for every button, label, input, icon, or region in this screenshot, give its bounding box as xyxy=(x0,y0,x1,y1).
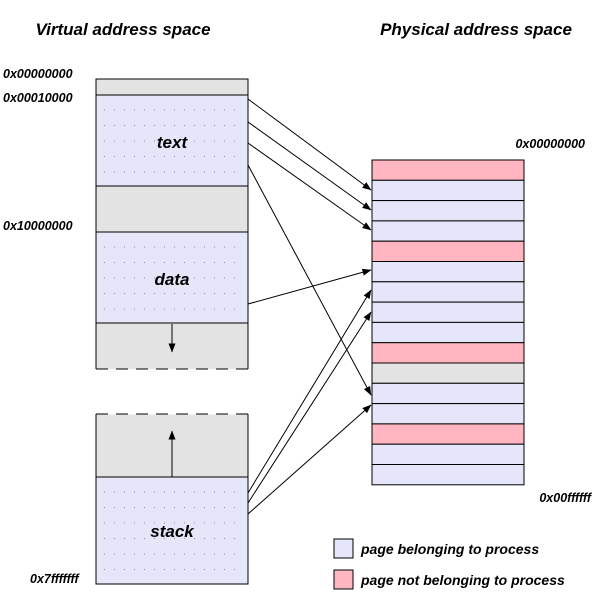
physical-frame-owned xyxy=(371,281,525,303)
physical-frame-not-owned xyxy=(371,423,525,445)
physical-frame-owned xyxy=(371,200,525,222)
physical-frame-owned xyxy=(371,321,525,344)
mapping-arrow xyxy=(247,404,372,515)
physical-frame-owned xyxy=(371,220,525,242)
legend: page belonging to process page not belon… xyxy=(333,538,565,590)
physical-frame-owned xyxy=(371,443,525,466)
virtual-address-0: 0x00000000 xyxy=(3,67,73,81)
mapping-arrow xyxy=(247,121,372,211)
mapping-arrow xyxy=(247,268,372,305)
virtual-address-column xyxy=(95,78,249,585)
page-mappings xyxy=(247,98,372,515)
physical-frames xyxy=(371,159,525,486)
physical-frame-unused xyxy=(371,362,525,384)
physical-frame-owned xyxy=(371,403,525,425)
legend-owned-label: page belonging to process xyxy=(360,541,539,557)
virtual-address-2: 0x10000000 xyxy=(3,219,73,233)
physical-address-bottom: 0x00ffffff xyxy=(539,491,592,505)
physical-frame-not-owned xyxy=(371,240,525,262)
unmapped-region xyxy=(95,185,249,233)
reserved-region xyxy=(95,78,249,96)
physical-frame-owned xyxy=(371,179,525,202)
virtual-title: Virtual address space xyxy=(35,20,210,39)
virtual-address-1: 0x00010000 xyxy=(3,91,73,105)
mapping-arrow xyxy=(247,289,372,494)
stack-label: stack xyxy=(150,522,195,541)
physical-frame-owned xyxy=(371,464,525,486)
virtual-address-3: 0x7fffffff xyxy=(30,572,80,586)
mapping-arrow xyxy=(247,311,372,504)
mapping-arrow xyxy=(247,164,372,396)
mapping-arrow xyxy=(247,142,372,231)
physical-frame-not-owned xyxy=(371,342,525,364)
physical-address-top: 0x00000000 xyxy=(515,137,585,151)
text-label: text xyxy=(157,133,189,152)
physical-title: Physical address space xyxy=(380,20,572,39)
legend-not-owned-label: page not belonging to process xyxy=(360,572,565,588)
mapping-arrow xyxy=(247,98,372,191)
physical-frame-not-owned xyxy=(371,159,525,181)
physical-frame-owned xyxy=(371,261,525,283)
text-segment xyxy=(95,94,249,187)
legend-swatch-not-owned xyxy=(333,569,354,590)
data-label: data xyxy=(155,270,190,289)
data-segment xyxy=(95,231,249,324)
physical-frame-owned xyxy=(371,301,525,323)
stack-segment xyxy=(95,476,249,585)
physical-frame-owned xyxy=(371,382,525,405)
legend-swatch-owned xyxy=(333,538,354,559)
